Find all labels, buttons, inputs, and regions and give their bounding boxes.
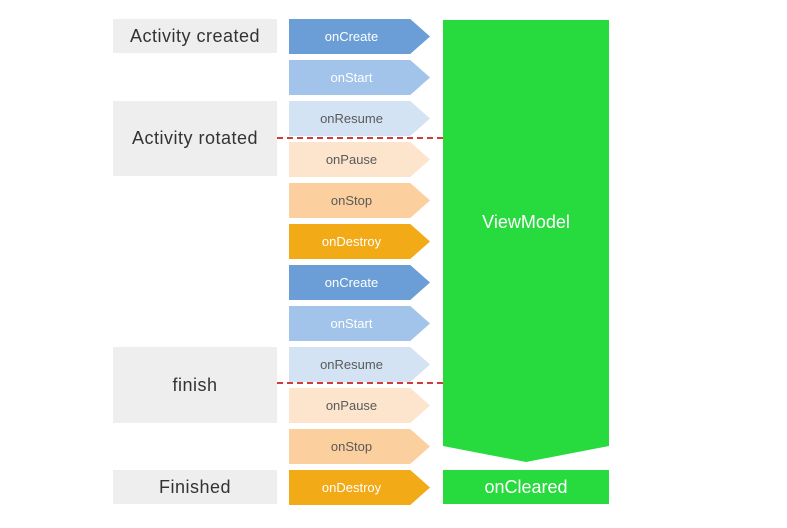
state-label: Finished bbox=[158, 476, 232, 497]
callback-onstop-1: onStop bbox=[289, 183, 430, 218]
finish-marker-line bbox=[277, 382, 443, 384]
callback-onresume-1: onResume bbox=[289, 101, 430, 136]
viewmodel-label: ViewModel bbox=[482, 212, 570, 232]
oncleared-label: onCleared bbox=[484, 476, 568, 497]
state-finish: finish bbox=[113, 347, 277, 423]
state-label: finish bbox=[172, 374, 218, 395]
state-finished: Finished bbox=[113, 470, 277, 504]
callback-onstart-2: onStart bbox=[289, 306, 430, 341]
callback-oncreate-2: onCreate bbox=[289, 265, 430, 300]
callback-onstart-1: onStart bbox=[289, 60, 430, 95]
oncleared-box: onCleared bbox=[443, 470, 609, 504]
state-label: Activity rotated bbox=[131, 128, 259, 148]
state-activity-created: Activity created bbox=[113, 19, 277, 53]
callback-ondestroy-1: onDestroy bbox=[289, 224, 430, 259]
callback-onstop-2: onStop bbox=[289, 429, 430, 464]
viewmodel-scope bbox=[443, 20, 609, 462]
state-label: Activity created bbox=[129, 25, 261, 46]
rotation-marker-line bbox=[277, 137, 443, 139]
callback-ondestroy-2: onDestroy bbox=[289, 470, 430, 505]
callback-onresume-2: onResume bbox=[289, 347, 430, 382]
callback-onpause-2: onPause bbox=[289, 388, 430, 423]
callback-onpause-1: onPause bbox=[289, 142, 430, 177]
callback-oncreate-1: onCreate bbox=[289, 19, 430, 54]
state-activity-rotated: Activity rotated bbox=[113, 101, 277, 176]
